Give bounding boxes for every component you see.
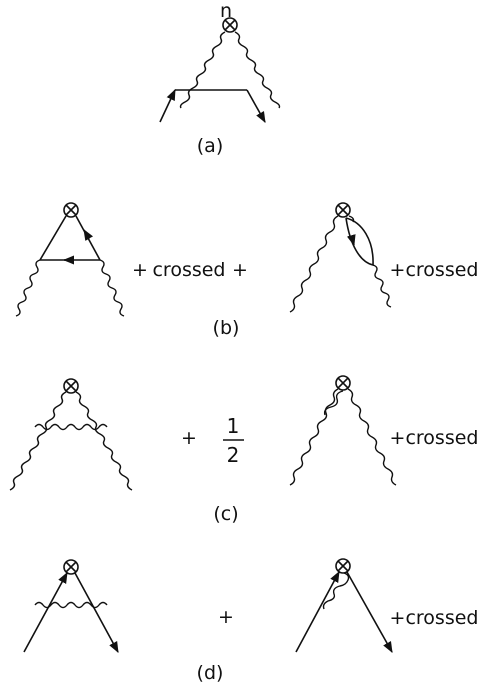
panel-a: n (a) (159, 0, 281, 157)
term-crossed-c: +crossed (390, 427, 479, 449)
outgoing-fermion-d1 (74, 572, 119, 653)
incoming-fermion-d2 (295, 571, 340, 653)
photon-line-left-c2 (289, 388, 339, 486)
incoming-fermion-d1 (23, 572, 68, 653)
photon-leg-right-b2 (372, 264, 392, 308)
photon-rung-d1 (34, 601, 108, 609)
photon-rung-c1 (34, 423, 108, 431)
loop-left-line (39, 215, 67, 261)
plus-sign-2: + (232, 259, 248, 281)
outgoing-fermion (246, 89, 266, 123)
term-crossed-d: +crossed (390, 607, 479, 629)
operator-vertex-b1 (63, 202, 79, 218)
panel-c: + 1 2 +crossed (c) (9, 375, 479, 525)
incoming-fermion (159, 88, 176, 123)
fraction-numerator: 1 (227, 414, 240, 438)
caption-a: (a) (197, 135, 223, 157)
operator-vertex-d1 (63, 559, 79, 575)
photon-leg-left-b2 (289, 215, 339, 313)
operator-vertex-a (222, 17, 238, 33)
operator-vertex-b2 (335, 202, 351, 218)
photon-line-right-c2 (347, 388, 397, 486)
operator-vertex-c2 (335, 375, 351, 391)
photon-leg-right-b1 (99, 259, 125, 317)
operator-vertex-c1 (63, 378, 79, 394)
caption-d: (d) (197, 662, 224, 684)
photon-self-energy-d2 (322, 572, 350, 610)
term-crossed-1: crossed (152, 259, 225, 281)
caption-b: (b) (213, 317, 240, 339)
photon-line-right (234, 31, 281, 109)
vertex-label-n: n (220, 0, 232, 22)
plus-sign-1: + (132, 259, 148, 281)
term-crossed-2: +crossed (390, 259, 479, 281)
fraction-denominator: 2 (227, 443, 240, 467)
photon-line-right-c1 (75, 391, 133, 491)
panel-b: + crossed + +crossed (b) (15, 202, 479, 339)
fermion-loop-b2 (345, 217, 374, 266)
photon-line-left-c1 (9, 391, 67, 491)
photon-line-left (179, 31, 226, 109)
panel-d: + +crossed (d) (23, 558, 479, 684)
plus-sign-c: + (181, 427, 197, 449)
operator-vertex-d2 (335, 558, 351, 574)
caption-c: (c) (213, 503, 238, 525)
outgoing-fermion-d2 (346, 571, 393, 653)
plus-sign-d: + (218, 606, 234, 628)
photon-leg-left-b1 (15, 259, 41, 317)
photon-self-energy-c2 (323, 390, 344, 416)
loop-right-line (75, 215, 101, 261)
